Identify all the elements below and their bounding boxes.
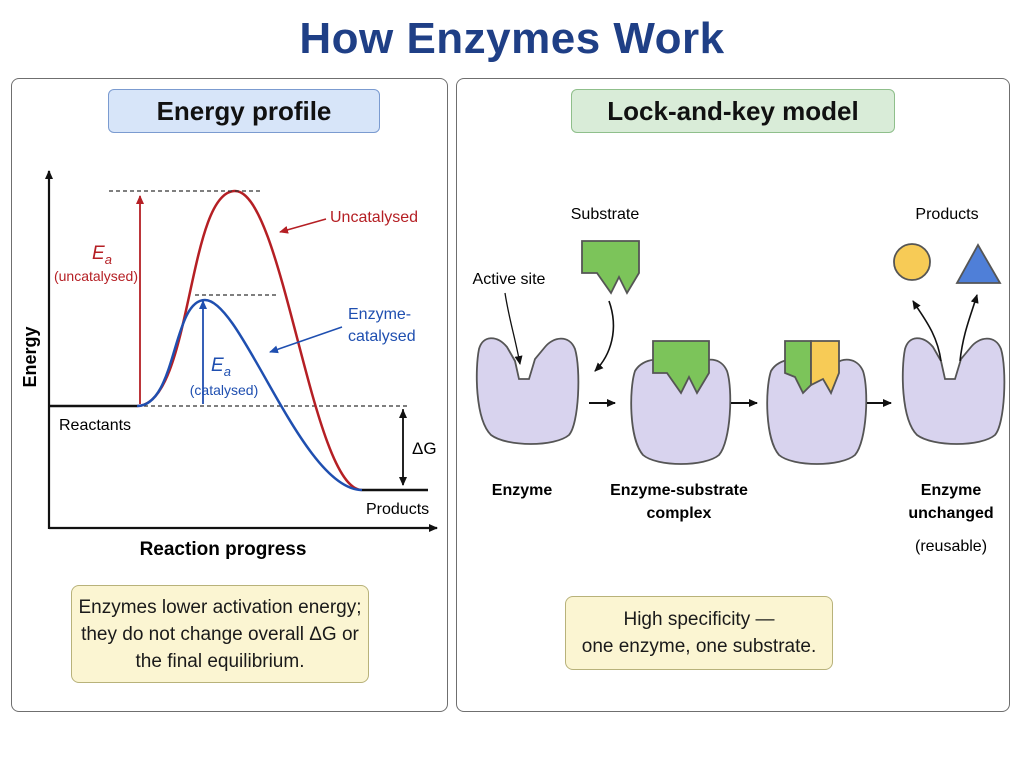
energy-profile-diagram: Energy Reaction progress Reactants Produ… bbox=[20, 170, 438, 560]
complex-label-line1: Enzyme-substrate bbox=[610, 482, 748, 499]
complex-substrate-shape bbox=[652, 340, 710, 395]
specificity-note-line2: one enzyme, one substrate. bbox=[581, 636, 817, 657]
enzyme-shape bbox=[475, 337, 580, 445]
lock-key-diagram: Substrate Active site Products Enzyme En… bbox=[473, 206, 1006, 555]
unchanged-enzyme-shape bbox=[901, 337, 1006, 445]
products-label: Products bbox=[366, 501, 429, 518]
catalysed-label-line2: catalysed bbox=[348, 328, 416, 345]
specificity-note-line1: High specificity — bbox=[623, 609, 775, 630]
energy-note-line3: the final equilibrium. bbox=[135, 650, 305, 672]
substrate-label: Substrate bbox=[571, 206, 640, 223]
ea-uncatalysed-symbol: Ea bbox=[92, 243, 112, 267]
ea-catalysed-note: (catalysed) bbox=[190, 382, 258, 398]
unchanged-label-line2: unchanged bbox=[908, 505, 993, 522]
product-circle bbox=[893, 243, 931, 281]
substrate-to-enzyme-arrow bbox=[594, 300, 615, 372]
delta-g-label: ΔG bbox=[412, 439, 437, 458]
reusable-label: (reusable) bbox=[915, 538, 987, 555]
energy-profile-panel: Energy profile Energy Reaction progress … bbox=[11, 78, 448, 712]
energy-note-line2: they do not change overall ΔG or bbox=[81, 623, 359, 645]
specificity-note: High specificity — one enzyme, one subst… bbox=[565, 596, 833, 670]
energy-note: Enzymes lower activation energy; they do… bbox=[71, 585, 369, 683]
catalysed-label-line1: Enzyme- bbox=[348, 306, 411, 323]
complex-label-line2: complex bbox=[647, 505, 712, 522]
ea-uncatalysed-note: (uncatalysed) bbox=[54, 268, 138, 284]
catalysed-pointer-arrow bbox=[269, 326, 343, 354]
active-site-pointer bbox=[504, 292, 523, 365]
energy-profile-header: Energy profile bbox=[108, 89, 380, 133]
lock-key-header: Lock-and-key model bbox=[571, 89, 895, 133]
products-label: Products bbox=[915, 206, 978, 223]
catalysed-curve bbox=[136, 298, 363, 492]
release-arrow-left bbox=[912, 300, 942, 362]
active-site-label: Active site bbox=[473, 271, 546, 288]
enzyme-label: Enzyme bbox=[492, 482, 553, 499]
x-axis-label: Reaction progress bbox=[140, 539, 307, 560]
uncatalysed-label: Uncatalysed bbox=[330, 209, 418, 226]
page-title: How Enzymes Work bbox=[299, 14, 725, 63]
unchanged-label-line1: Enzyme bbox=[921, 482, 982, 499]
split-substrate-right bbox=[810, 340, 840, 396]
release-arrow-right bbox=[959, 294, 979, 362]
reactants-label: Reactants bbox=[59, 417, 131, 434]
product-triangle bbox=[955, 243, 1002, 284]
uncatalysed-curve bbox=[136, 189, 363, 492]
energy-note-line1: Enzymes lower activation energy; bbox=[78, 596, 362, 618]
ea-catalysed-symbol: Ea bbox=[211, 355, 231, 379]
substrate-shape bbox=[581, 240, 640, 295]
y-axis-label: Energy bbox=[20, 326, 40, 387]
lock-key-panel: Lock-and-key model Substrate Active site bbox=[456, 78, 1010, 712]
uncatalysed-pointer-arrow bbox=[279, 218, 327, 234]
